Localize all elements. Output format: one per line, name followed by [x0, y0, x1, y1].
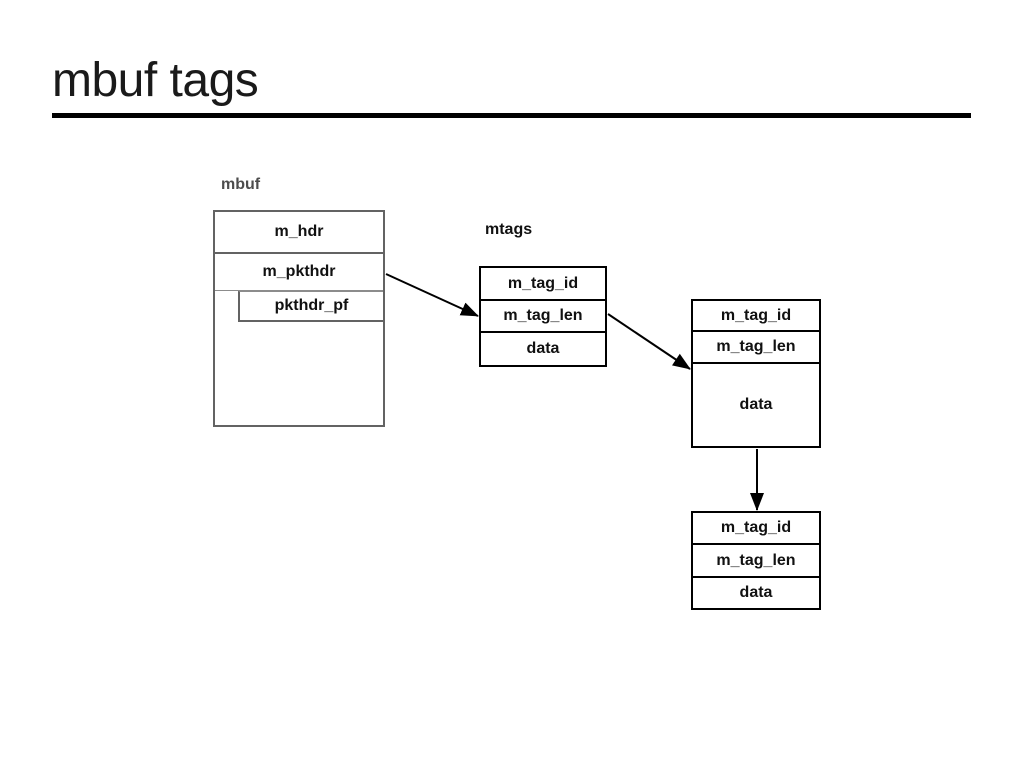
mtag-2-field-m-tag-id: m_tag_id — [693, 301, 819, 332]
title-divider — [52, 113, 971, 118]
mbuf-field-m-hdr: m_hdr — [215, 212, 383, 254]
mtag-node-2: m_tag_id m_tag_len data — [691, 299, 821, 448]
mtag-2-field-m-tag-len: m_tag_len — [693, 332, 819, 364]
mbuf-group-label: mbuf — [221, 176, 261, 193]
mtag-node-3: m_tag_id m_tag_len data — [691, 511, 821, 610]
mtag-1-field-data: data — [526, 340, 560, 357]
mtag-1-field-m-tag-len: m_tag_len — [481, 301, 605, 333]
mtag-1-field-m-tag-id: m_tag_id — [481, 268, 605, 301]
mtag-3-field-m-tag-len: m_tag_len — [693, 545, 819, 578]
mbuf-field-m-pkthdr: m_pkthdr — [215, 254, 383, 291]
mtags-group-label: mtags — [485, 221, 533, 238]
page-title: mbuf tags — [52, 54, 259, 107]
mtag-node-1: m_tag_id m_tag_len data — [479, 266, 607, 367]
mtag-3-field-m-tag-id: m_tag_id — [693, 513, 819, 545]
connector-mbuf-to-mtag-1 — [385, 273, 479, 317]
mtag-2-field-data: data — [739, 396, 773, 413]
mbuf-field-body — [215, 322, 383, 425]
mtag-3-field-data: data — [739, 584, 773, 601]
connector-mtag-1-to-mtag-2 — [607, 313, 691, 370]
mbuf-field-pkthdr-pf: pkthdr_pf — [238, 291, 383, 322]
mbuf-struct-box: m_hdr m_pkthdr pkthdr_pf — [213, 210, 385, 427]
